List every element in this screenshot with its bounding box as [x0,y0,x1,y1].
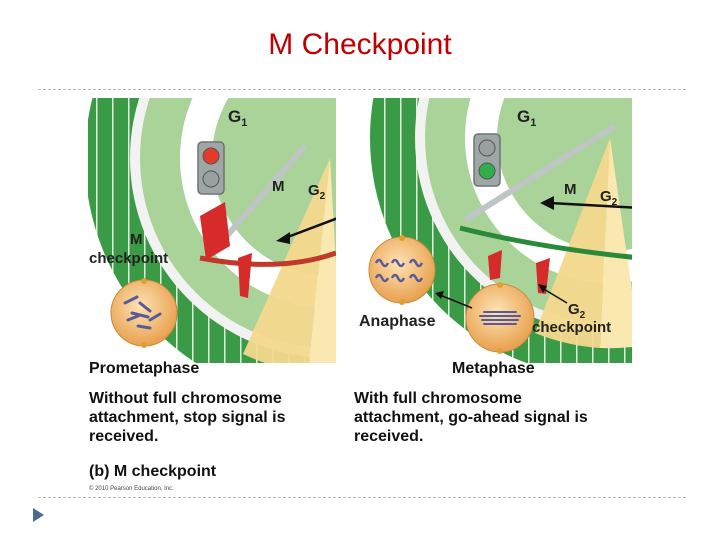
right-phase-label: Metaphase [452,360,535,377]
right-green-light-icon [478,162,496,180]
bullet-arrow-icon [33,508,44,522]
anaphase-pointer-arrow [439,294,473,309]
left-g2-label: G2 [308,182,326,202]
left-caption-line1: Without full chromosome [89,390,282,407]
left-m-label: M [272,178,285,195]
right-black-arrow [549,201,632,209]
right-traffic-light [473,133,501,187]
top-divider [38,89,686,90]
left-traffic-light [197,141,225,195]
g2-checkpoint-line2: checkpoint [532,319,611,336]
right-black-arrowhead [540,196,554,210]
anaphase-cell [368,235,436,305]
figure-label: (b) M checkpoint [89,463,217,480]
anaphase-pointer-arrowhead [435,291,444,299]
right-g1-label: G1 [517,107,536,129]
left-red-light-icon [202,147,220,165]
left-signal-pole [222,144,308,240]
left-lower-barrier [238,253,252,298]
m-checkpoint-figure: G1 M G2 M checkpoint Prometaphase Withou… [88,98,632,492]
right-g2-label: G2 [600,188,618,208]
left-caption-line3: received. [89,428,158,445]
right-g2-wedge [600,138,632,349]
right-lower-barrier-1 [488,250,502,280]
left-green-light-icon [202,170,220,188]
left-black-arrow [284,217,336,240]
right-caption-line1: With full chromosome [354,390,522,407]
g2-checkpoint-pointer [541,287,568,304]
left-g1-label: G1 [228,107,247,129]
left-phase-label: Prometaphase [89,360,199,377]
right-green-arrow [459,225,632,260]
left-caption-line2: attachment, stop signal is [89,409,286,426]
left-m-wedge [243,158,330,363]
g2-checkpoint-line1: G2 [568,301,586,321]
left-checkpoint-line2: checkpoint [89,250,168,267]
right-m-label: M [564,181,577,198]
left-checkpoint-barrier [200,202,230,260]
g2-checkpoint-arrowhead [538,284,547,293]
bottom-divider [38,497,686,498]
left-checkpoint-line1: M [130,231,143,248]
left-panel: G1 M G2 M checkpoint Prometaphase Withou… [88,98,336,445]
left-g2-wedge [309,158,336,363]
copyright-notice: © 2010 Pearson Education, Inc. [89,485,174,492]
prometaphase-cell [110,278,178,348]
right-caption-line3: received. [354,428,423,445]
right-signal-pole [463,123,617,223]
anaphase-label: Anaphase [359,313,436,330]
right-caption-line2: attachment, go-ahead signal is [354,409,588,426]
right-red-light-icon [478,139,496,157]
slide-title: M Checkpoint [268,28,452,61]
right-panel: G1 M G2 Anaphase G2 checkpoint Metaphase… [354,98,632,445]
left-red-arrow [199,250,336,267]
left-black-arrowhead [276,232,290,244]
metaphase-cell [465,282,535,354]
